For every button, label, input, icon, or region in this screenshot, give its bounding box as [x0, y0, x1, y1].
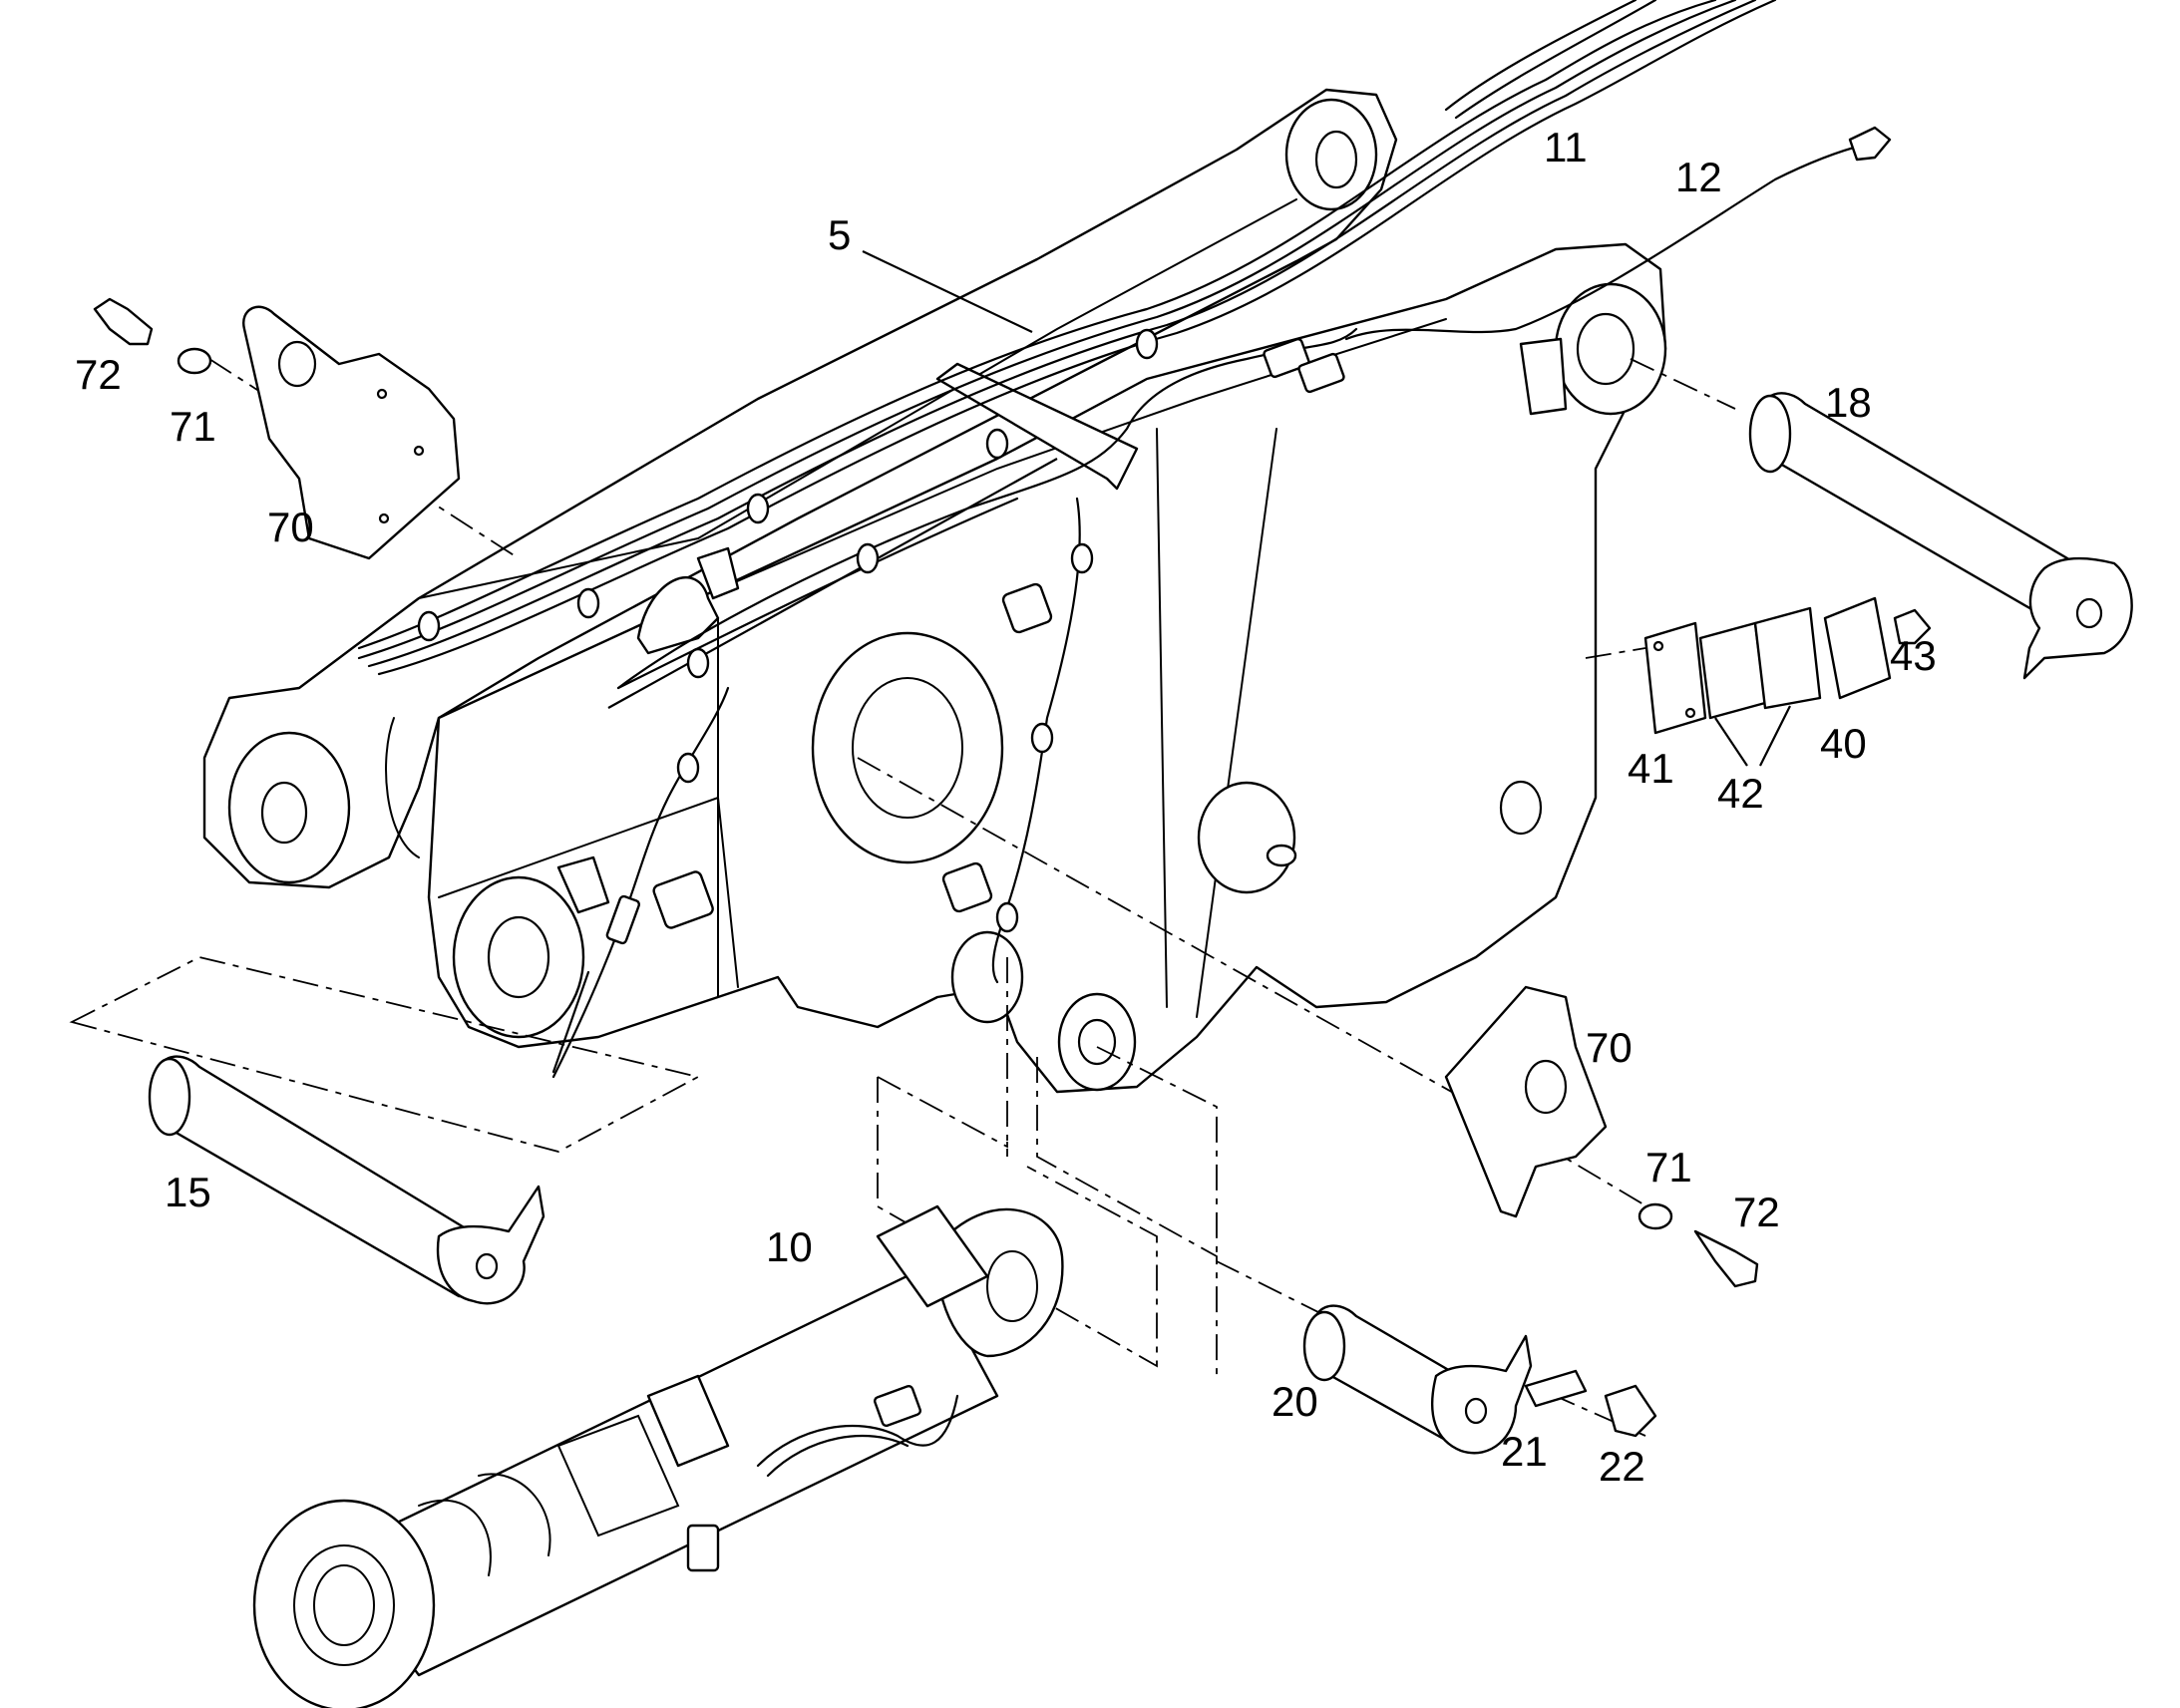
cylinder-10	[252, 1204, 1064, 1708]
callout-42-leader-a	[1714, 717, 1748, 767]
callout-72-lower: 72	[1733, 1189, 1780, 1235]
callout-42: 42	[1717, 770, 1764, 817]
callout-40: 40	[1820, 720, 1867, 767]
shim-40	[1823, 596, 1892, 700]
bolt-72-upper	[93, 297, 154, 346]
bracket-70-lower	[1444, 985, 1608, 1218]
callout-11: 11	[1544, 124, 1588, 171]
bracket-70-upper	[242, 305, 461, 560]
callout-43: 43	[1890, 632, 1937, 679]
shim-42b	[1753, 606, 1822, 710]
callout-42-leader-b	[1759, 705, 1791, 767]
callout-18: 18	[1825, 379, 1872, 426]
callout-12: 12	[1675, 154, 1722, 200]
washer-71-lower	[1637, 1202, 1673, 1230]
callout-41: 41	[1628, 745, 1674, 792]
callout-15: 15	[165, 1169, 211, 1215]
shim-41	[1643, 621, 1707, 735]
bolt-22	[1604, 1384, 1657, 1438]
callout-21: 21	[1501, 1428, 1548, 1475]
bolt-72-lower	[1693, 1229, 1759, 1288]
bolt-43	[1893, 608, 1932, 645]
callout-20: 20	[1272, 1378, 1318, 1425]
callout-70-upper: 70	[267, 504, 314, 550]
callout-22: 22	[1599, 1443, 1645, 1490]
pin-18	[1748, 392, 2133, 680]
callout-71-upper: 71	[170, 403, 216, 450]
shim-42a	[1698, 621, 1767, 720]
boom-frame	[202, 88, 1667, 1094]
callout-5-leader	[862, 250, 1033, 333]
pin-15	[148, 1055, 545, 1305]
callout-5: 5	[828, 211, 851, 258]
callout-70-lower: 70	[1586, 1024, 1633, 1071]
pin-20	[1302, 1304, 1533, 1455]
callout-10: 10	[766, 1223, 813, 1270]
hose-bundle	[357, 0, 1892, 1079]
callout-71-lower: 71	[1645, 1144, 1692, 1191]
callout-72-upper: 72	[75, 351, 122, 398]
washer-71-upper	[177, 347, 212, 375]
plate-21	[1524, 1369, 1588, 1408]
